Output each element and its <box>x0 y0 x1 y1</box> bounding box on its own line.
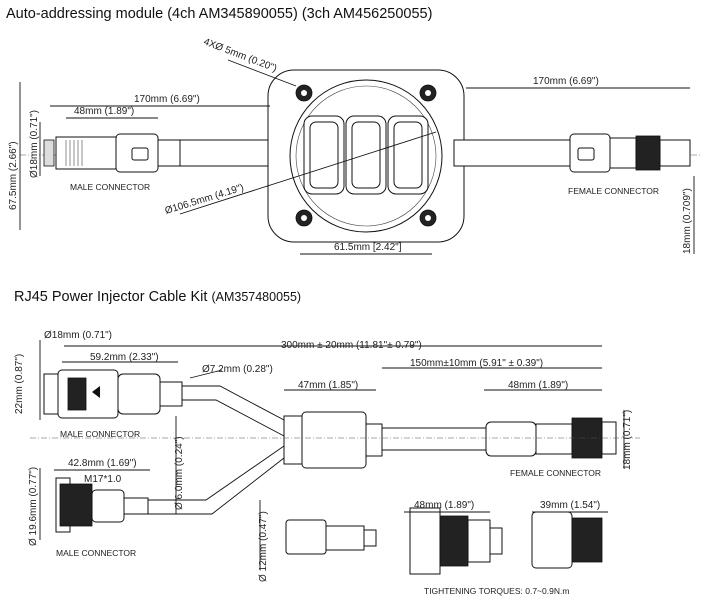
dim-6mm: Ø 6.0mm (0.24") <box>174 436 185 510</box>
screw-holes <box>295 84 437 227</box>
dim-total: 300mm ± 20mm (11.81"± 0.79") <box>281 340 422 351</box>
dim-150mm: 150mm±10mm (5.91" ± 0.39") <box>410 358 543 369</box>
label-male-connector-2: MALE CONNECTOR <box>56 548 136 558</box>
dim-body-dia: Ø106.5mm (4.19") <box>164 182 246 216</box>
dim-18mm: 18mm (0.71") <box>622 410 633 470</box>
rj45-injector-drawing <box>30 340 640 575</box>
dim-7mm: Ø7.2mm (0.28") <box>202 364 273 375</box>
label-male-connector: MALE CONNECTOR <box>70 182 150 192</box>
dim-dia-right: 18mm (0.709") <box>682 188 693 254</box>
dim-thread: M17*1.0 <box>84 474 122 485</box>
title-code: (AM357480055) <box>211 290 302 304</box>
section-title-auto-addressing: Auto-addressing module (4ch AM345890055)… <box>6 6 433 22</box>
dim-42mm: 42.8mm (1.69") <box>68 458 137 469</box>
label-female-connector-2: FEMALE CONNECTOR <box>510 468 601 478</box>
dim-47mm: 47mm (1.85") <box>298 380 358 391</box>
dim-48mm-b: 48mm (1.89") <box>414 500 474 511</box>
label-male-connector-1: MALE CONNECTOR <box>60 429 140 439</box>
dim-len-left: 170mm (6.69") <box>134 94 200 105</box>
label-female-connector: FEMALE CONNECTOR <box>568 186 659 196</box>
section-title-rj45-injector: RJ45 Power Injector Cable Kit (AM3574800… <box>14 289 301 305</box>
dim-59mm: 59.2mm (2.33") <box>90 352 159 363</box>
dim-len-right: 170mm (6.69") <box>533 76 599 87</box>
dim-48mm: 48mm (1.89") <box>508 380 568 391</box>
module-ports <box>303 115 429 195</box>
dim-dia-left: Ø18mm (0.71") <box>29 110 40 178</box>
title-main: RJ45 Power Injector Cable Kit <box>14 289 208 305</box>
left-connector-grip <box>65 140 83 166</box>
dim-12mm: Ø 12mm (0.47") <box>258 511 269 582</box>
label-torque: TIGHTENING TORQUES: 0.7~0.9N.m <box>424 586 569 596</box>
dim-19mm: Ø 19.6mm (0.77") <box>28 467 39 546</box>
dim-39mm: 39mm (1.54") <box>540 500 600 511</box>
dim-spacing: 61.5mm [2.42"] <box>334 242 402 253</box>
dim-dia-top: Ø18mm (0.71") <box>44 330 112 341</box>
dim-height: 67.5mm (2.66") <box>8 141 19 210</box>
dim-22mm: 22mm (0.87") <box>14 354 25 414</box>
auto-addressing-module-drawing <box>19 59 700 255</box>
dim-hole: 4XØ 5mm (0.20") <box>202 37 278 75</box>
dim-conn-left: 48mm (1.89") <box>74 106 134 117</box>
